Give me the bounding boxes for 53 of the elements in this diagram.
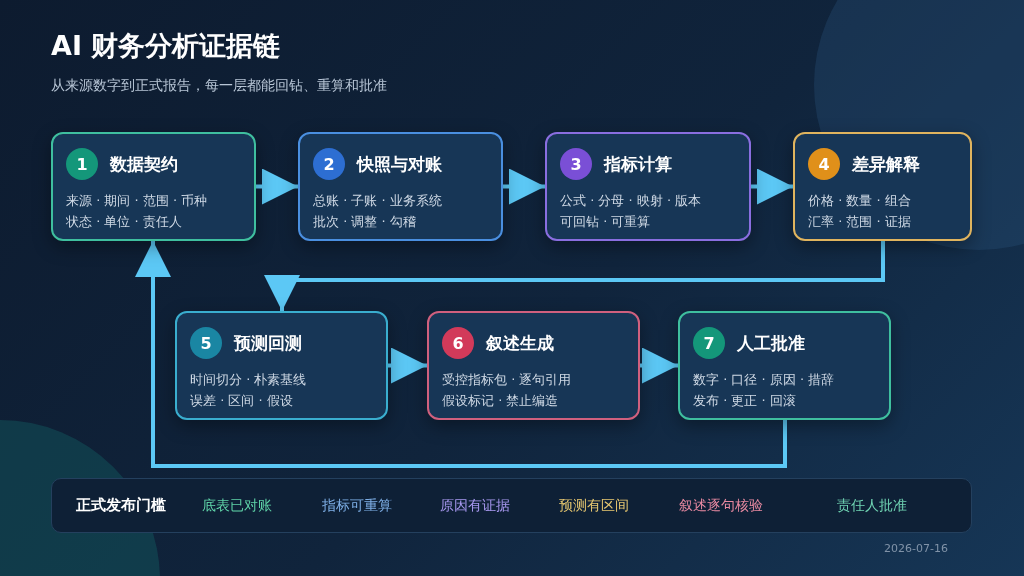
step-card [427,311,640,420]
step-number: 7 [693,327,725,359]
step-title: 快照与对账 [357,152,442,176]
step-number: 6 [442,327,474,359]
step-detail: 价格 · 数量 · 组合 [808,192,912,210]
flow-arrow [264,241,885,311]
step-detail: 假设标记 · 禁止编造 [442,392,560,410]
gate-criterion: 原因有证据 [440,496,510,515]
step-title: 人工批准 [737,331,805,355]
diagram-title: AI 财务分析证据链 [51,30,281,63]
step-detail: 批次 · 调整 · 勾稽 [313,213,417,231]
step-detail: 时间切分 · 朴素基线 [190,371,308,389]
step-detail: 公式 · 分母 · 映射 · 版本 [560,192,703,210]
step-card [793,132,972,241]
step-number: 3 [560,148,592,180]
step-card [545,132,751,241]
gate-criterion: 指标可重算 [322,496,392,515]
flow-arrow [135,241,787,468]
step-card [175,311,388,420]
gate-title: 正式发布门槛 [76,496,167,515]
step-detail: 可回钻 · 可重算 [560,213,652,231]
step-detail: 发布 · 更正 · 回滚 [693,392,797,410]
flow-arrow [751,168,793,205]
step-card [678,311,891,420]
release-gate-bar [51,478,972,533]
flow-arrow [388,347,427,384]
step-title: 数据契约 [110,152,178,176]
step-card [298,132,503,241]
step-detail: 数字 · 口径 · 原因 · 措辞 [693,371,836,389]
step-detail: 误差 · 区间 · 假设 [190,392,294,410]
step-title: 叙述生成 [486,331,554,355]
step-title: 预测回测 [234,331,302,355]
flow-arrow [503,168,545,205]
step-title: 指标计算 [604,152,672,176]
step-title: 差异解释 [852,152,920,176]
step-detail: 状态 · 单位 · 责任人 [66,213,183,231]
step-number: 2 [313,148,345,180]
step-number: 5 [190,327,222,359]
gate-criterion: 叙述逐句核验 [679,496,763,515]
gate-criterion: 预测有区间 [559,496,629,515]
step-card [51,132,256,241]
date-text: 2026-07-16 [884,542,948,555]
gate-criterion: 底表已对账 [202,496,272,515]
step-detail: 受控指标包 · 逐句引用 [442,371,573,389]
subtitle: 从来源数字到正式报告，每一层都能回钻、重算和批准 [51,77,387,95]
flow-arrow [256,168,298,205]
step-detail: 总账 · 子账 · 业务系统 [313,192,443,210]
step-detail: 汇率 · 范围 · 证据 [808,213,912,231]
step-number: 1 [66,148,98,180]
step-number: 4 [808,148,840,180]
flow-arrow [640,347,678,384]
gate-criterion: 责任人批准 [837,496,907,515]
step-detail: 来源 · 期间 · 范围 · 币种 [66,192,209,210]
